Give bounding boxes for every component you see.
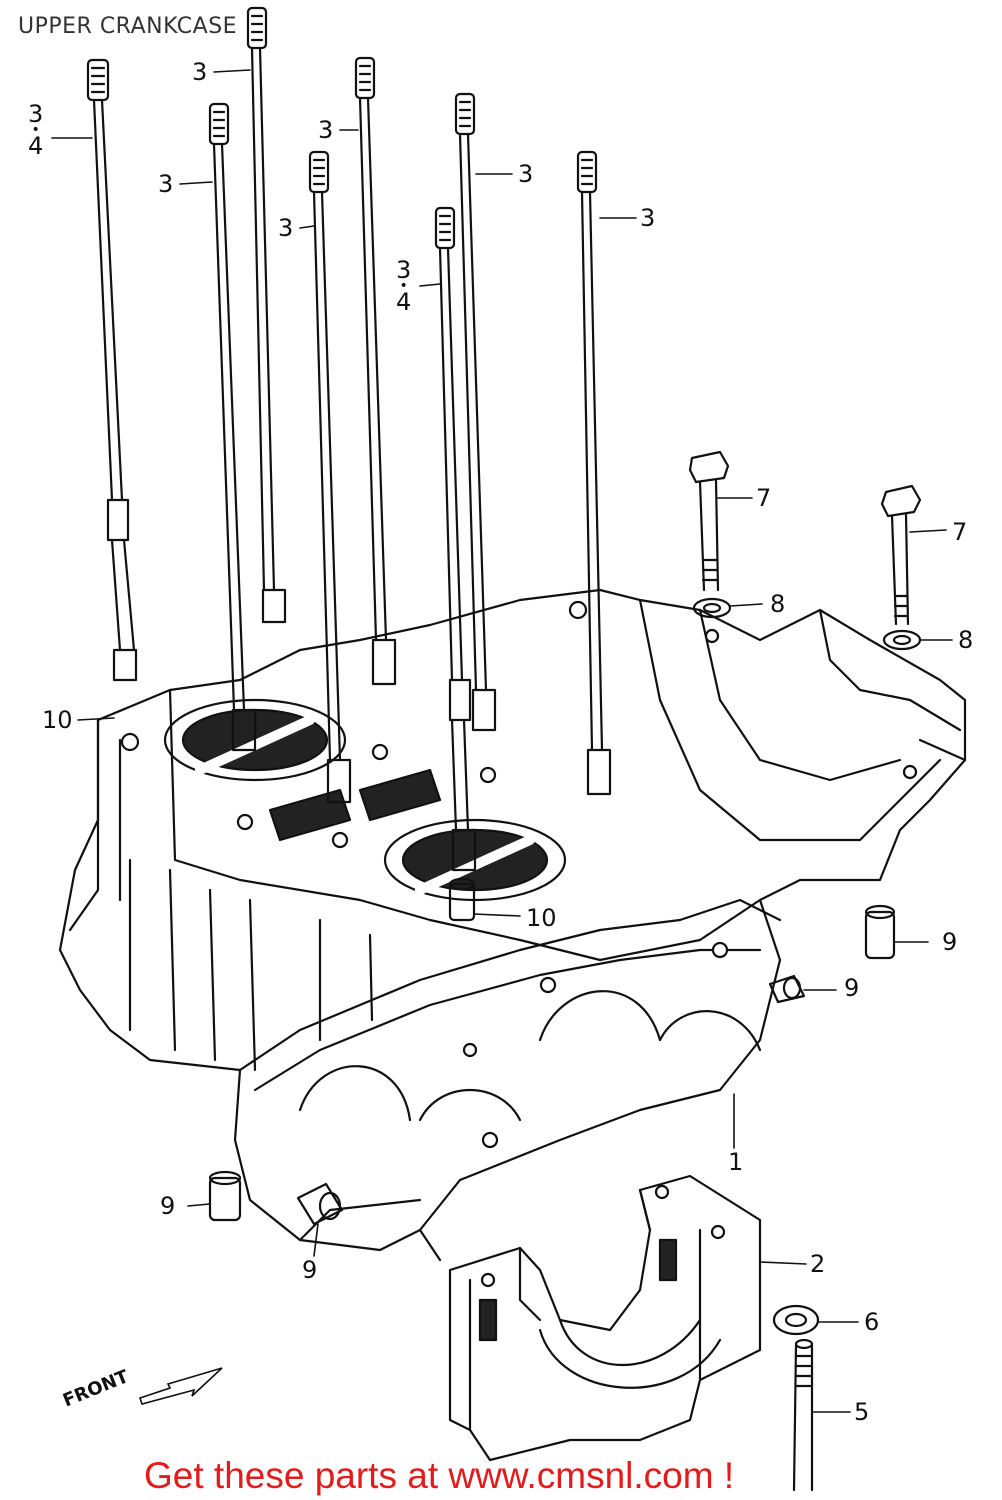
- stud-f: [454, 92, 497, 732]
- callout-washer-8b: 8: [958, 626, 974, 654]
- callout-stud-c: 3: [158, 170, 174, 198]
- callout-washer-8a: 8: [770, 590, 786, 618]
- stud-holes: [120, 600, 918, 1149]
- stud-h: [576, 150, 612, 796]
- callout-stud-d: 3: [318, 116, 334, 144]
- callout-bolt-7b: 7: [952, 518, 968, 546]
- callout-stud-a: 3 • 4: [28, 100, 44, 160]
- dowels: [208, 877, 896, 1226]
- callout-stud-b: 3: [192, 58, 208, 86]
- callout-dowel-9c: 9: [160, 1192, 176, 1220]
- callout-stud-h: 3: [640, 204, 656, 232]
- callout-bearing-cap-2: 2: [810, 1250, 826, 1278]
- washer-6: [772, 1304, 820, 1336]
- stud-b: [246, 6, 287, 624]
- page-title: UPPER CRANKCASE: [18, 14, 238, 39]
- bolt-5: [792, 1338, 814, 1492]
- callout-washer-6: 6: [864, 1308, 880, 1336]
- bearing-cap-2: [448, 1174, 762, 1462]
- leader-lines: [51, 69, 953, 1413]
- callout-dowel-10b: 10: [526, 904, 557, 932]
- callout-crankcase-1: 1: [728, 1148, 744, 1176]
- arrow-right-icon: [138, 1367, 223, 1405]
- callout-dowel-10a: 10: [42, 706, 73, 734]
- stud-d: [354, 56, 397, 686]
- long-studs: [86, 6, 612, 872]
- callout-bolt-5: 5: [854, 1398, 870, 1426]
- stud-g: [434, 206, 477, 872]
- stud-e: [308, 150, 352, 804]
- stud-a: [86, 58, 138, 682]
- crankcase-body: [58, 588, 967, 1262]
- cylinder-bores: [163, 698, 567, 902]
- callout-stud-f: 3: [518, 160, 534, 188]
- callout-stud-g: 3 • 4: [396, 256, 412, 316]
- footer-link-text[interactable]: Get these parts at www.cmsnl.com !: [144, 1455, 735, 1496]
- callout-dowel-9d: 9: [302, 1256, 318, 1284]
- callout-bolt-7a: 7: [756, 484, 772, 512]
- stud-c: [208, 102, 257, 752]
- callout-dowel-9a: 9: [942, 928, 958, 956]
- bolts-7: [688, 450, 922, 626]
- callout-stud-e: 3: [278, 214, 294, 242]
- callout-dowel-9b: 9: [844, 974, 860, 1002]
